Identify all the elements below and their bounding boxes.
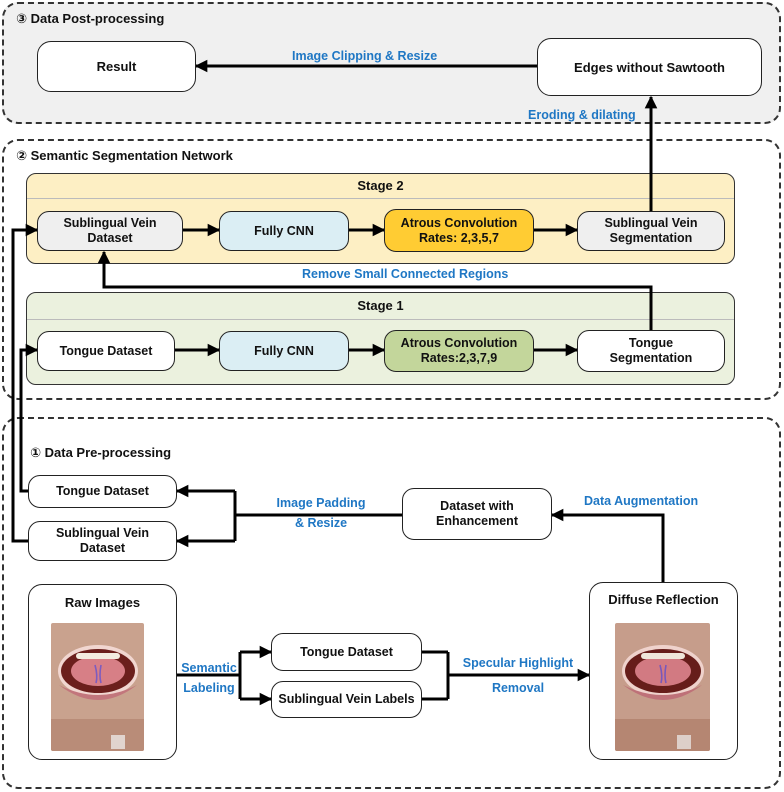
pre-processing-title: ① Data Pre-processing <box>30 445 172 460</box>
mid-sublingual-vein-labels-node: Sublingual Vein Labels <box>271 681 422 718</box>
s2-atrous-convolution-node: Atrous Convolution Rates: 2,3,5,7 <box>384 209 534 252</box>
arrow-diffuse-to-enhanced <box>550 508 665 582</box>
enh-line2: Enhancement <box>436 514 518 528</box>
s1-seg-line2: Segmentation <box>609 351 693 365</box>
edge-label-specular-line2: Removal <box>491 681 545 695</box>
s2-dataset-line2: Dataset <box>87 231 133 245</box>
result-label: Result <box>96 59 137 74</box>
s1-dataset-label: Tongue Dataset <box>59 343 153 358</box>
pre-vein-line2: Dataset <box>79 541 126 555</box>
diffuse-reflection-label: Diffuse Reflection <box>608 592 719 607</box>
edge-label-eroding: Eroding & dilating <box>528 108 636 122</box>
post-processing-title: ③ Data Post-processing <box>16 11 165 26</box>
s2-dataset-line1: Sublingual Vein <box>63 216 157 230</box>
pre-processing-panel: ① Data Pre-processing <box>2 417 781 789</box>
mid-vein-label: Sublingual Vein Labels <box>278 692 415 706</box>
arrow-pre-vein-to-s2 <box>11 223 39 543</box>
s2-fcnn-label: Fully CNN <box>254 223 314 238</box>
arrow-pre-tongue-to-s1 <box>19 343 39 493</box>
segmentation-title: ② Semantic Segmentation Network <box>16 148 233 163</box>
pre-vein-line1: Sublingual Vein <box>55 526 150 540</box>
mouth-photo-icon <box>51 623 144 751</box>
raw-images-label: Raw Images <box>64 595 141 610</box>
result-node: Result <box>37 41 196 92</box>
stage-2-title: Stage 2 <box>357 178 404 193</box>
s2-seg-line2: Segmentation <box>609 231 693 245</box>
pre-sublingual-vein-dataset-node: Sublingual Vein Dataset <box>28 521 177 561</box>
s1-seg-line1: Tongue <box>628 336 674 350</box>
s1-atrous-convolution-node: Atrous Convolution Rates:2,3,7,9 <box>384 330 534 372</box>
s2-atrous-line1: Atrous Convolution <box>400 215 518 230</box>
dataset-with-enhancement-node: Dataset with Enhancement <box>402 488 552 540</box>
diffuse-image-photo <box>615 623 710 751</box>
edge-label-augmentation: Data Augmentation <box>584 494 699 508</box>
stage-2-divider <box>27 198 734 199</box>
mouth-photo-icon <box>615 623 710 751</box>
edges-label: Edges without Sawtooth <box>574 59 725 75</box>
s1-fcnn-label: Fully CNN <box>254 343 314 358</box>
mid-tongue-label: Tongue Dataset <box>300 644 393 659</box>
s1-atrous-line1: Atrous Convolution <box>400 336 518 350</box>
s1-atrous-line2: Rates:2,3,7,9 <box>420 351 498 365</box>
edge-label-semantic-line1: Semantic <box>181 661 237 675</box>
edge-label-semantic: Semantic Labeling <box>174 661 244 696</box>
edge-label-specular: Specular Highlight Removal <box>451 656 585 696</box>
pre-tongue-label: Tongue Dataset <box>56 484 149 498</box>
edge-label-clipping: Image Clipping & Resize <box>292 49 438 63</box>
s2-sublingual-vein-segmentation-node: Sublingual Vein Segmentation <box>577 211 725 251</box>
edge-label-padding-line1: Image Padding <box>276 496 366 510</box>
enh-line1: Dataset with <box>440 499 514 513</box>
edge-label-padding-line2: & Resize <box>294 516 348 530</box>
s2-atrous-line2: Rates: 2,3,5,7 <box>419 230 499 245</box>
edge-label-semantic-line2: Labeling <box>183 681 235 695</box>
s2-sublingual-vein-dataset-node: Sublingual Vein Dataset <box>37 211 183 251</box>
edge-label-specular-line1: Specular Highlight <box>462 656 574 670</box>
s1-fully-cnn-node: Fully CNN <box>219 331 349 371</box>
edges-without-sawtooth-node: Edges without Sawtooth <box>537 38 762 96</box>
arrow-s1-seg-to-s2-dataset <box>97 250 653 330</box>
s1-tongue-dataset-node: Tongue Dataset <box>37 331 175 371</box>
edge-label-remove-small: Remove Small Connected Regions <box>302 267 509 281</box>
s2-fully-cnn-node: Fully CNN <box>219 211 349 251</box>
stage-1-divider <box>27 319 734 320</box>
segmentation-panel: ② Semantic Segmentation Network <box>2 139 781 400</box>
stage-1-title: Stage 1 <box>357 298 404 313</box>
pre-tongue-dataset-node: Tongue Dataset <box>28 475 177 508</box>
mid-tongue-dataset-node: Tongue Dataset <box>271 633 422 671</box>
s1-tongue-segmentation-node: Tongue Segmentation <box>577 330 725 372</box>
raw-image-photo <box>51 623 144 751</box>
edge-label-padding: Image Padding & Resize <box>256 496 386 531</box>
s2-seg-line1: Sublingual Vein <box>604 216 698 230</box>
